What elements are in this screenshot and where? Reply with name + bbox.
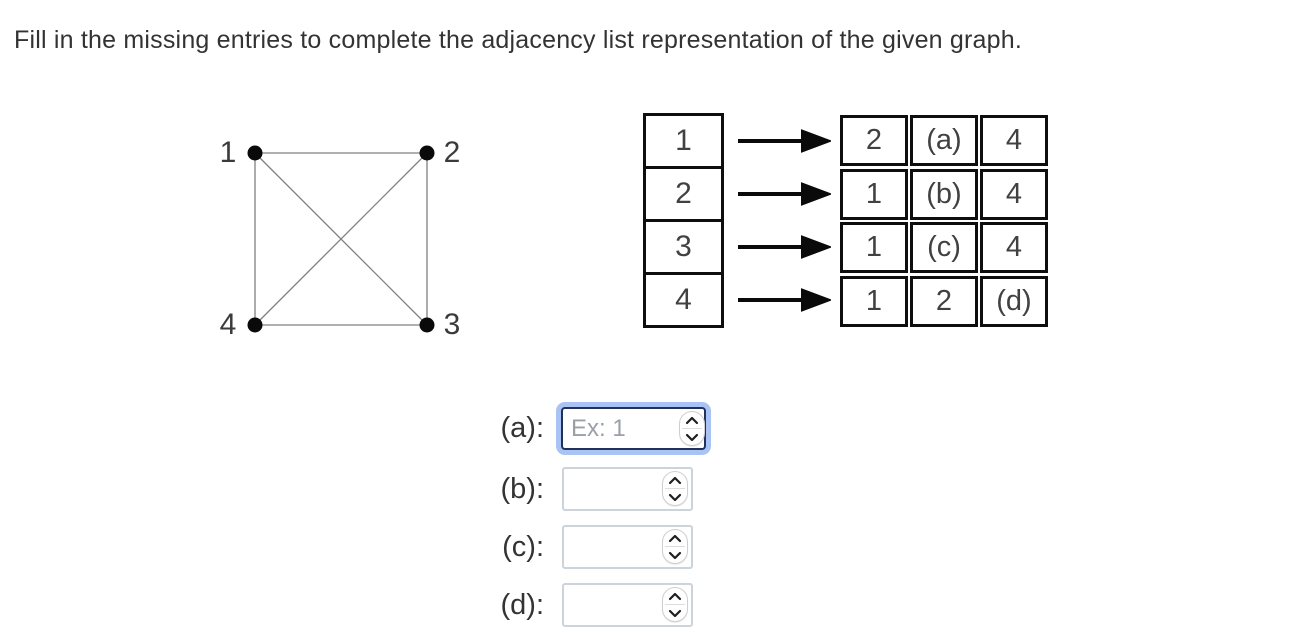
edge-2-4 [254, 152, 428, 326]
vertex-dot-1 [247, 145, 263, 161]
chevron-up-icon [668, 534, 682, 542]
spinner-divider [665, 546, 685, 547]
neighbor-cell-blank-a: (a) [910, 115, 978, 166]
vertex-cell-2: 2 [643, 166, 724, 222]
neighbor-cell: 1 [840, 276, 908, 327]
chevron-down-icon [668, 551, 682, 559]
vertex-dot-2 [419, 145, 435, 161]
spinner-divider [665, 604, 685, 605]
spinner-divider [665, 488, 685, 489]
chevron-up-icon [685, 416, 699, 424]
spinner-up-button[interactable] [663, 530, 687, 546]
number-spinner[interactable] [662, 529, 688, 564]
spinner-down-button[interactable] [680, 429, 704, 445]
question-text: Fill in the missing entries to complete … [14, 26, 1023, 54]
neighbor-cell-blank-c: (c) [910, 222, 978, 273]
adjacency-row-1: 2 (a) 4 [840, 115, 1048, 166]
arrow-icons [738, 129, 831, 312]
vertex-cell-1: 1 [643, 113, 724, 169]
number-spinner[interactable] [662, 587, 688, 622]
vertex-cell-4: 4 [643, 272, 724, 328]
adjacency-vertex-column: 1 2 3 4 [643, 113, 724, 328]
neighbor-cell: 1 [840, 222, 908, 273]
spinner-down-button[interactable] [663, 605, 687, 621]
answer-input-a-focus-ring [556, 402, 711, 455]
chevron-down-icon [668, 609, 682, 617]
spinner-up-button[interactable] [680, 412, 704, 428]
vertex-dot-3 [419, 317, 435, 333]
neighbor-cell: 2 [840, 115, 908, 166]
neighbor-cell: 4 [980, 222, 1048, 273]
spinner-divider [682, 428, 702, 429]
number-spinner[interactable] [679, 411, 705, 446]
spinner-up-button[interactable] [663, 588, 687, 604]
chevron-up-icon [668, 476, 682, 484]
neighbor-cell: 4 [980, 115, 1048, 166]
spinner-down-button[interactable] [663, 489, 687, 505]
number-spinner[interactable] [662, 471, 688, 506]
answer-input-c[interactable] [562, 525, 693, 569]
neighbor-cell-blank-b: (b) [910, 169, 978, 220]
vertex-label-3: 3 [443, 308, 461, 341]
chevron-up-icon [668, 592, 682, 600]
adjacency-row-4: 1 2 (d) [840, 276, 1048, 327]
adjacency-row-2: 1 (b) 4 [840, 169, 1048, 220]
vertex-label-1: 1 [219, 136, 237, 169]
spinner-down-button[interactable] [663, 547, 687, 563]
neighbor-cell-blank-d: (d) [980, 276, 1048, 327]
vertex-label-2: 2 [443, 136, 461, 169]
answer-label-a: (a): [500, 412, 545, 444]
neighbor-cell: 1 [840, 169, 908, 220]
answer-label-d: (d): [500, 589, 545, 621]
adjacency-row-3: 1 (c) 4 [840, 222, 1048, 273]
vertex-label-4: 4 [219, 308, 237, 341]
answer-label-b: (b): [500, 473, 545, 505]
spinner-up-button[interactable] [663, 472, 687, 488]
neighbor-cell: 2 [910, 276, 978, 327]
chevron-down-icon [668, 493, 682, 501]
neighbor-cell: 4 [980, 169, 1048, 220]
chevron-down-icon [685, 433, 699, 441]
answer-label-c: (c): [502, 531, 544, 563]
graph-diagram [247, 145, 435, 333]
vertex-dot-4 [247, 317, 263, 333]
vertex-cell-3: 3 [643, 219, 724, 275]
